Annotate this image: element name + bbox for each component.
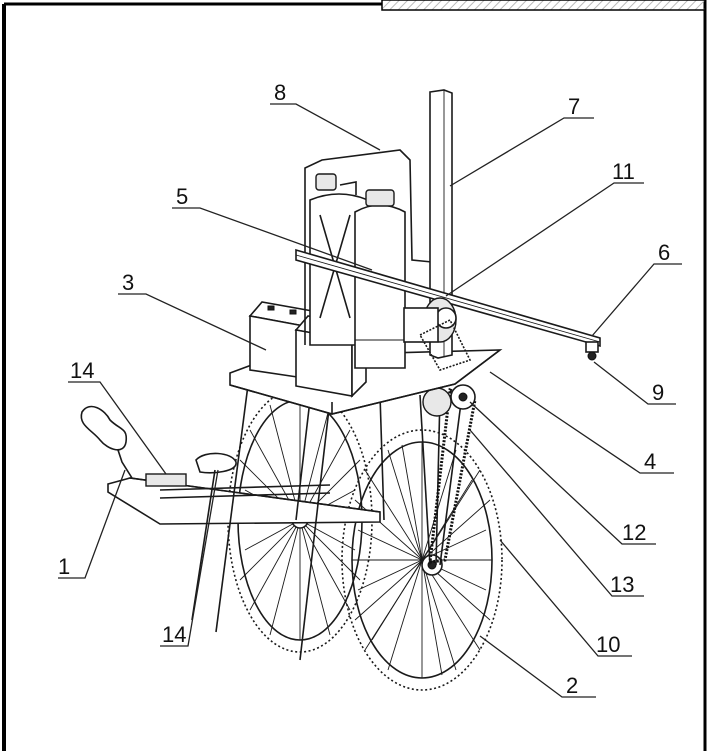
callout-9: 9 bbox=[652, 380, 664, 405]
callout-1: 1 bbox=[58, 554, 70, 579]
callout-14-top: 14 bbox=[70, 358, 94, 383]
leader-lines bbox=[58, 103, 682, 698]
callout-10: 10 bbox=[596, 632, 620, 657]
callout-4: 4 bbox=[644, 449, 656, 474]
front-wheel bbox=[341, 429, 503, 691]
callout-14-bottom: 14 bbox=[162, 622, 186, 647]
chain-drive bbox=[422, 384, 477, 564]
pedal-grip bbox=[191, 452, 237, 621]
motor-pulley bbox=[403, 297, 472, 371]
callout-13: 13 bbox=[610, 572, 634, 597]
callout-11: 11 bbox=[612, 159, 635, 184]
spray-pipe bbox=[304, 149, 433, 345]
callout-5: 5 bbox=[176, 184, 188, 209]
front-fork bbox=[419, 394, 463, 566]
spray-boom bbox=[295, 248, 601, 361]
support-legs bbox=[215, 384, 385, 661]
callout-8: 8 bbox=[274, 80, 286, 105]
callout-6: 6 bbox=[658, 240, 670, 265]
callout-2: 2 bbox=[566, 673, 578, 698]
callout-labels: 1 2 3 4 5 6 7 8 9 10 11 12 13 14 14 bbox=[58, 80, 670, 698]
lower-frame bbox=[107, 473, 381, 525]
spray-tanks bbox=[309, 173, 406, 369]
callout-12: 12 bbox=[622, 520, 646, 545]
callout-3: 3 bbox=[122, 270, 134, 295]
hand-crank bbox=[80, 405, 133, 479]
callout-7: 7 bbox=[568, 94, 580, 119]
